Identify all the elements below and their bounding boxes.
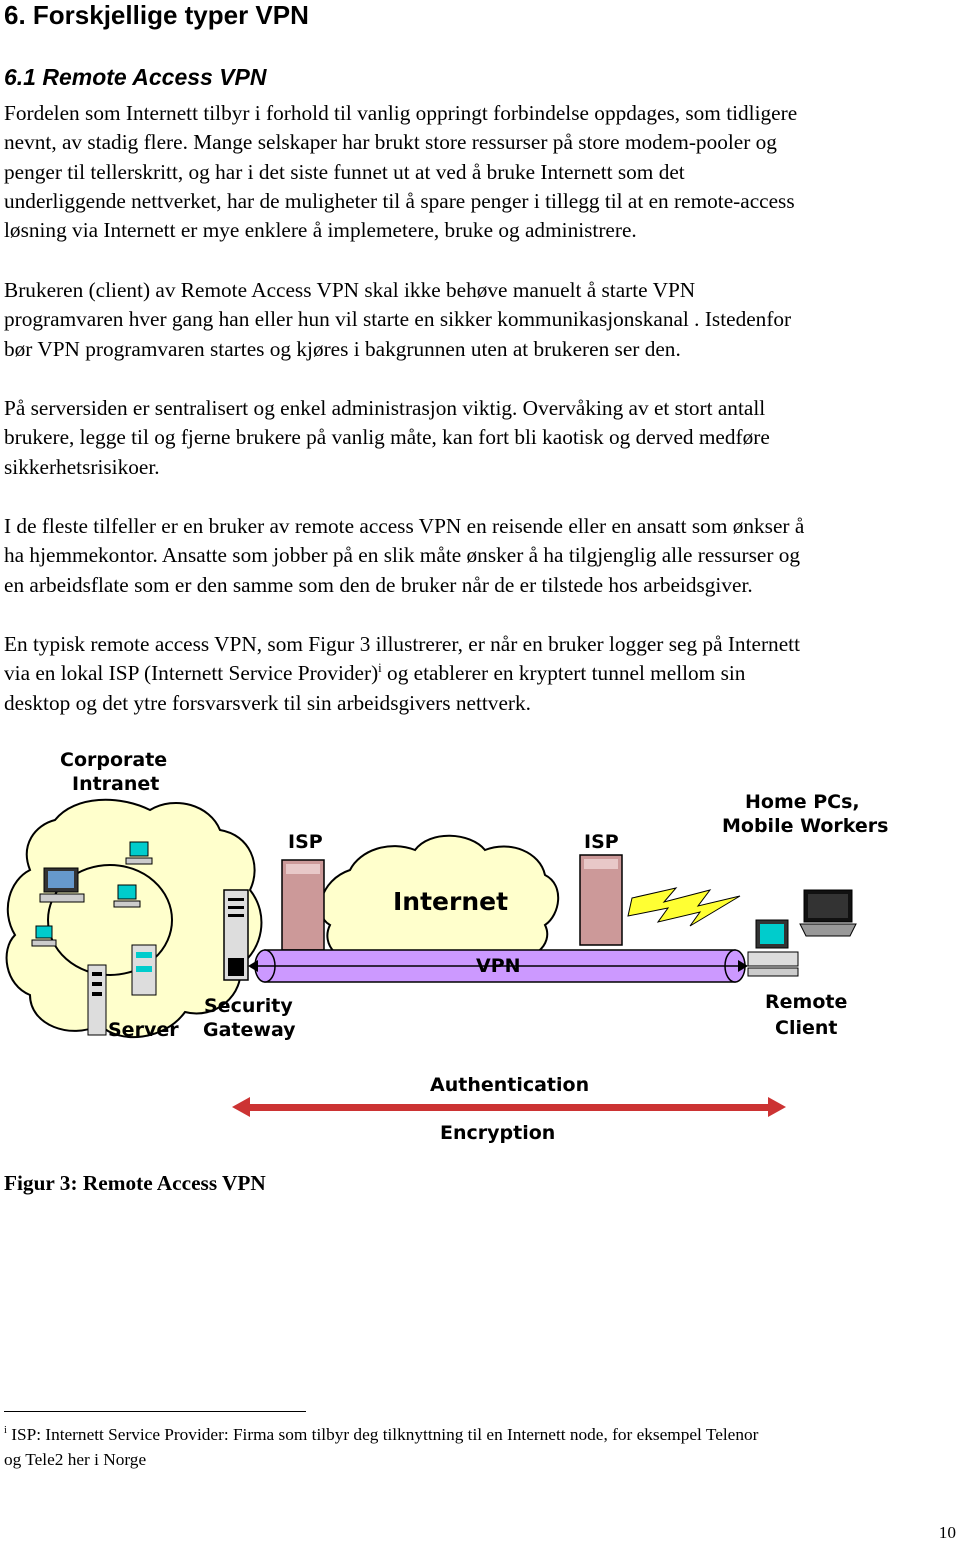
text-line: brukere, legge til og fjerne brukere på … [4,425,770,450]
intranet-label: Intranet [72,773,159,795]
footnote-line: og Tele2 her i Norge [4,1450,147,1469]
text-line: I de fleste tilfeller er en bruker av re… [4,514,805,538]
isp-server-icon [281,859,325,951]
text-line: bør VPN programvaren startes og kjøres i… [4,336,681,361]
text-line: programvaren hver gang han eller hun vil… [4,307,792,332]
paragraph-4: I de fleste tilfeller er en bruker av re… [4,512,960,600]
footnote-line: i ISP: Internett Service Provider: Firma… [4,1422,954,1447]
figure-caption: Figur 3: Remote Access VPN [4,1171,266,1195]
remote-client-pc-icon [747,919,799,977]
text-line: På serversiden er sentralisert og enkel … [4,396,766,420]
client-label: Client [775,1017,837,1039]
footnote-mark: i [4,1425,7,1437]
network-ring [47,864,173,976]
text-line: Brukeren (client) av Remote Access VPN s… [4,278,696,302]
isp-server-icon [579,854,623,946]
mobile-workers-label: Mobile Workers [722,815,888,837]
corporate-label: Corporate [60,749,167,771]
isp-left-label: ISP [288,831,323,853]
server-icon [87,964,107,1036]
security-label: Security [204,995,293,1017]
paragraph-1: Fordelen som Internett tilbyr i forhold … [4,99,960,245]
text-line: ha hjemmekontor. Ansatte som jobber på e… [4,543,801,568]
paragraph-3: På serversiden er sentralisert og enkel … [4,394,960,482]
vpn-tunnel [248,949,748,983]
internet-label: Internet [393,887,508,916]
page-number: 10 [938,1523,956,1542]
encryption-label: Encryption [440,1122,555,1144]
security-gateway-icon [223,889,249,981]
corporate-cloud [5,798,263,1038]
text-line: Fordelen som Internett tilbyr i forhold … [4,101,798,125]
text-line: penger til tellerskritt, og har i det si… [4,159,685,184]
footnote: i ISP: Internett Service Provider: Firma… [4,1422,954,1472]
paragraph-5: En typisk remote access VPN, som Figur 3… [4,630,960,718]
text-line: desktop og det ytre forsvarsverk til sin… [4,690,531,715]
vpn-label: VPN [476,955,521,977]
text-line: en arbeidsflate som er den samme som den… [4,572,753,597]
home-pcs-label: Home PCs, [745,791,860,813]
workstation-icon [39,867,85,903]
isp-right-label: ISP [584,831,619,853]
footnote-divider [4,1411,306,1412]
lightning-icon [627,887,741,927]
computer-icon [113,884,141,908]
text-segment: via en lokal ISP (Internett Service Prov… [4,661,379,686]
laptop-icon [799,889,857,937]
authentication-label: Authentication [430,1074,589,1096]
authentication-encryption-arrow [232,1097,786,1117]
text-line: En typisk remote access VPN, som Figur 3… [4,632,800,656]
computer-icon [125,841,153,865]
section-heading: 6. Forskjellige typer VPN [4,0,309,30]
computer-icon [31,925,57,947]
footnote-text: ISP: Internett Service Provider: Firma s… [6,1425,759,1444]
server-icon [131,944,157,996]
text-line: via en lokal ISP (Internett Service Prov… [4,659,960,688]
text-line: nevnt, av stadig flere. Mange selskaper … [4,130,777,155]
text-segment: og etablerer en kryptert tunnel mellom s… [381,661,746,686]
text-line: sikkerhetsrisikoer. [4,454,160,479]
text-line: underliggende nettverket, har de mulighe… [4,188,795,213]
footnote-reference[interactable]: i [378,661,382,676]
remote-label: Remote [765,991,847,1013]
text-line: løsning via Internett er mye enklere å i… [4,218,637,243]
server-label: Server [108,1019,179,1041]
subsection-heading: 6.1 Remote Access VPN [4,64,267,90]
gateway-label: Gateway [203,1019,296,1041]
paragraph-2: Brukeren (client) av Remote Access VPN s… [4,276,960,364]
remote-access-vpn-figure: Corporate Intranet ISP ISP Internet VPN … [0,740,960,1160]
network-diagram: Corporate Intranet ISP ISP Internet VPN … [5,749,888,1144]
